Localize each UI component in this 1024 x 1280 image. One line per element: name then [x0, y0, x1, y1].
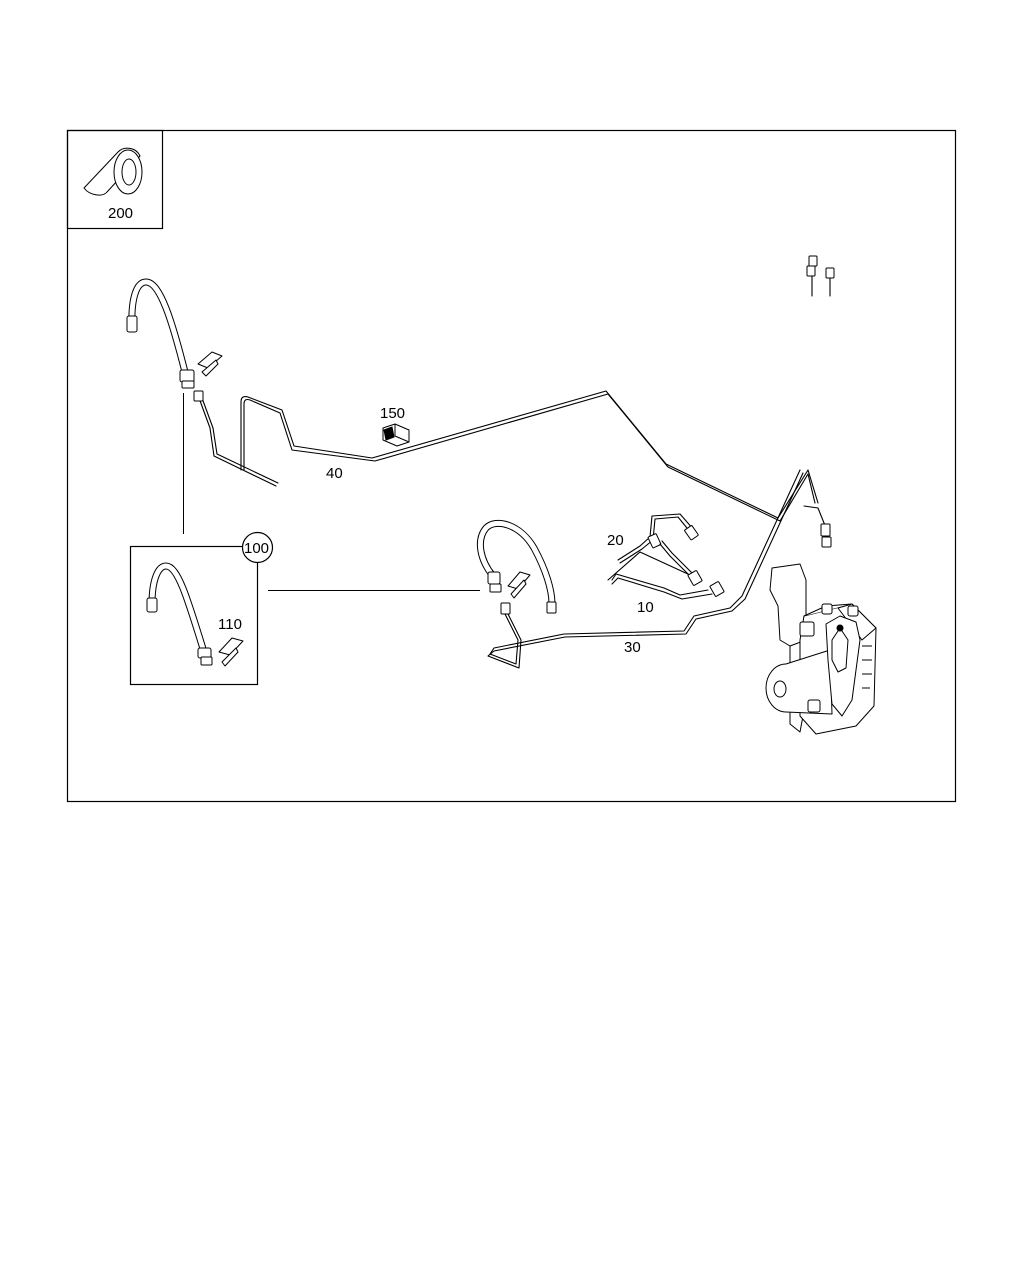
brake-hose-detail: [146, 562, 213, 666]
callout-110: 110: [218, 616, 242, 633]
brake-line-40: [193, 390, 832, 548]
callout-40: 40: [326, 465, 343, 482]
brake-hose-lower-middle: [476, 519, 557, 614]
diagram-frame: [66, 129, 957, 803]
brake-line-30: [487, 469, 804, 669]
tape-roll-icon: [83, 147, 143, 196]
hydraulic-unit: [765, 563, 877, 735]
brake-line-20: [617, 513, 699, 577]
callout-30: 30: [624, 639, 641, 656]
detail-box-100: 100 110: [129, 531, 274, 686]
retaining-clip-lower: [507, 571, 531, 599]
callout-10: 10: [637, 599, 654, 616]
callout-100: 100: [244, 540, 269, 557]
brake-hose-upper-left: [126, 278, 195, 389]
pipe-fittings-right: [806, 255, 835, 297]
tape-roll-box: 200: [66, 129, 164, 230]
callout-200: 200: [108, 205, 133, 222]
retaining-clip-upper: [197, 351, 223, 377]
callout-20: 20: [607, 532, 624, 549]
brake-line-10: [607, 551, 725, 600]
retaining-clip-110: [218, 637, 244, 667]
pipe-clip-150: [382, 423, 410, 447]
callout-150: 150: [380, 405, 405, 422]
